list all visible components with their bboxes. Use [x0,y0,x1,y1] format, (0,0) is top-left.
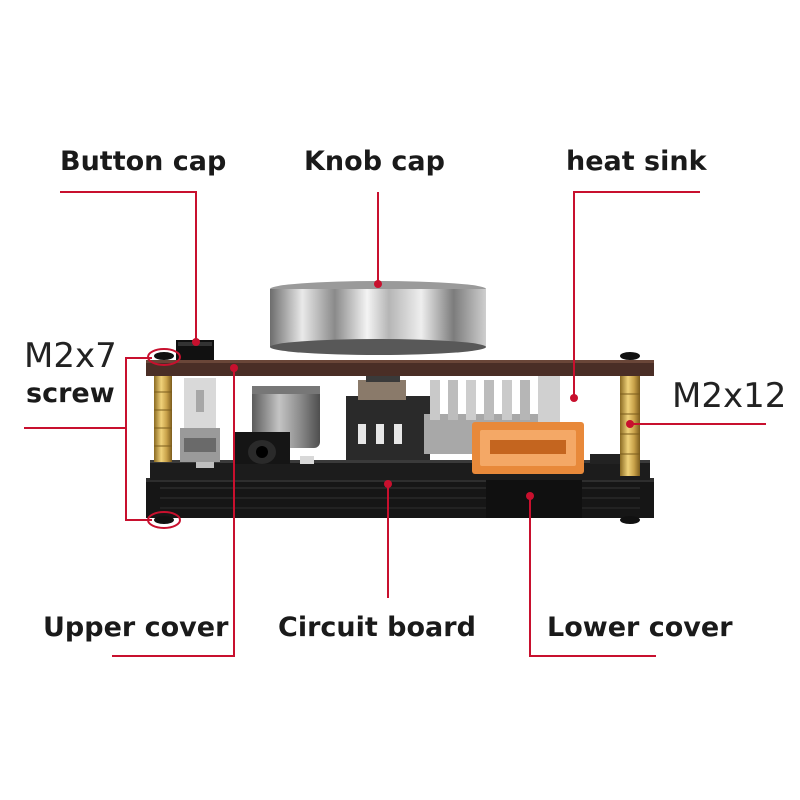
leader-dot-knob-cap [374,280,382,288]
leader-lower-cover [529,496,656,657]
screw-heads [154,352,640,524]
leader-m2x7-screw-top [125,357,152,428]
label-circuit-board: Circuit board [278,612,476,643]
leader-lines [24,191,766,657]
leader-dot-upper-cover [230,364,238,372]
button-cap-part [176,340,220,462]
label-screw: screw [26,378,115,409]
label-button-cap: Button cap [60,146,227,177]
label-m2x7: M2x7 [24,336,117,376]
label-heat-sink: heat sink [566,146,707,177]
leader-dot-lower-cover [526,492,534,500]
lower-cover [146,478,654,518]
screw-ring-top [147,348,181,366]
upper-cover [146,360,654,376]
leader-button-cap [60,191,197,342]
label-knob-cap: Knob cap [304,146,445,177]
audio-jack [234,432,290,464]
leader-dot-circuit-board [384,480,392,488]
usb-port [472,422,584,474]
label-upper-cover: Upper cover [43,612,229,643]
standoff-left [154,376,172,462]
leader-dot-heat-sink [570,394,578,402]
leader-m2x7-screw [24,427,152,521]
label-lower-cover: Lower cover [547,612,733,643]
label-m2x12: M2x12 [672,376,787,416]
leader-dot-button-cap [192,338,200,346]
screw-ring-bottom [147,511,181,529]
leader-dot-m2x12 [626,420,634,428]
leader-upper-cover [112,368,235,657]
leader-heat-sink [573,191,700,398]
knob-cap-part [270,281,486,355]
